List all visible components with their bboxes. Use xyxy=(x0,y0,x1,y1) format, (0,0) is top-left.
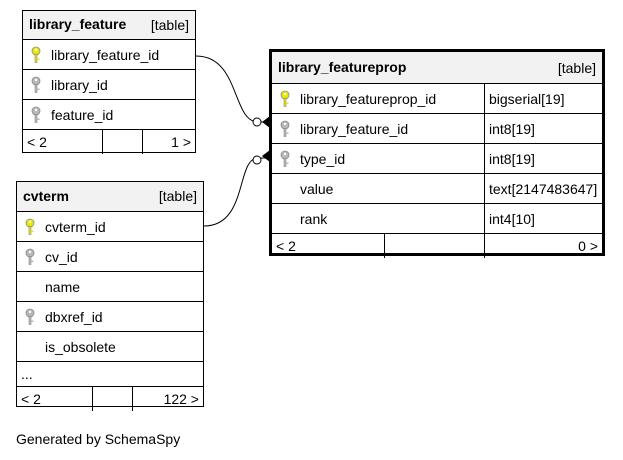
table-kind: [table] xyxy=(158,188,197,204)
column-name: library_id xyxy=(51,76,108,93)
column-row[interactable]: library_featureprop_id bigserial[19] xyxy=(272,84,602,114)
column-row[interactable]: value text[2147483647] xyxy=(272,174,602,204)
column-name: name xyxy=(45,278,81,295)
column-name: library_feature_id xyxy=(300,120,409,137)
table-header: cvterm [table] xyxy=(17,182,203,212)
column-name: value xyxy=(300,180,334,197)
column-row[interactable]: cv_id xyxy=(17,242,203,272)
foreign-key-icon xyxy=(279,120,291,138)
column-type: bigserial[19] xyxy=(489,90,565,107)
parents-count[interactable]: < 2 xyxy=(27,134,47,150)
column-row[interactable]: dbxref_id xyxy=(17,302,203,332)
table-header: library_featureprop [table] xyxy=(272,52,602,84)
parents-count[interactable]: < 2 xyxy=(21,391,41,407)
more-columns-row: ... xyxy=(17,362,203,387)
primary-key-icon xyxy=(279,90,291,108)
table-header: library_feature [table] xyxy=(23,11,195,40)
table-name[interactable]: library_feature xyxy=(29,16,127,32)
table-library-feature[interactable]: library_feature [table] library_feature_… xyxy=(22,10,196,154)
table-name[interactable]: library_featureprop xyxy=(278,59,407,75)
foreign-key-icon xyxy=(279,150,291,168)
column-name: library_feature_id xyxy=(51,46,160,63)
generated-by-label: Generated by SchemaSpy xyxy=(16,431,181,447)
column-row[interactable]: library_feature_id int8[19] xyxy=(272,114,602,144)
column-name: dbxref_id xyxy=(45,308,103,325)
foreign-key-icon xyxy=(30,106,42,124)
column-type: int8[19] xyxy=(489,150,535,167)
foreign-key-icon xyxy=(24,308,36,326)
table-kind: [table] xyxy=(557,60,596,76)
column-row[interactable]: type_id int8[19] xyxy=(272,144,602,174)
column-name: library_featureprop_id xyxy=(300,90,437,107)
column-type: text[2147483647] xyxy=(489,180,598,197)
column-row[interactable]: library_feature_id xyxy=(23,40,195,70)
parents-count[interactable]: < 2 xyxy=(276,238,296,254)
foreign-key-icon xyxy=(24,248,36,266)
table-name[interactable]: cvterm xyxy=(23,188,69,204)
relationship-optional-marker xyxy=(252,117,262,127)
table-cvterm[interactable]: cvterm [table] cvterm_id cv_id name dbxr… xyxy=(16,181,204,411)
relationship-optional-marker xyxy=(252,155,262,165)
table-footer: < 2 0 > xyxy=(272,234,602,258)
column-row[interactable]: library_id xyxy=(23,70,195,100)
children-count[interactable]: 122 > xyxy=(163,391,199,407)
column-name: feature_id xyxy=(51,106,114,123)
table-footer: < 2 122 > xyxy=(17,387,203,411)
foreign-key-icon xyxy=(30,76,42,94)
column-name: rank xyxy=(300,210,328,227)
primary-key-icon xyxy=(30,46,42,64)
column-name: type_id xyxy=(300,150,346,167)
children-count[interactable]: 0 > xyxy=(578,238,598,254)
column-name: cvterm_id xyxy=(45,218,106,235)
column-row[interactable]: feature_id xyxy=(23,100,195,130)
column-row[interactable]: cvterm_id xyxy=(17,212,203,242)
table-library-featureprop[interactable]: library_featureprop [table] library_feat… xyxy=(269,49,605,258)
column-row[interactable]: rank int4[10] xyxy=(272,204,602,234)
column-row[interactable]: name xyxy=(17,272,203,302)
column-row[interactable]: is_obsolete xyxy=(17,332,203,362)
column-type: int4[10] xyxy=(489,210,535,227)
children-count[interactable]: 1 > xyxy=(171,134,191,150)
column-name: cv_id xyxy=(45,248,78,265)
relationship-library-feature-link xyxy=(195,55,270,123)
column-type: int8[19] xyxy=(489,120,535,137)
relationship-many-marker xyxy=(262,116,270,128)
column-name: is_obsolete xyxy=(45,338,116,355)
relationship-many-marker xyxy=(262,150,270,162)
relationship-cvterm-link xyxy=(203,157,270,227)
table-kind: [table] xyxy=(150,17,189,33)
primary-key-icon xyxy=(24,218,36,236)
ellipsis: ... xyxy=(21,366,33,382)
table-footer: < 2 1 > xyxy=(23,130,195,154)
